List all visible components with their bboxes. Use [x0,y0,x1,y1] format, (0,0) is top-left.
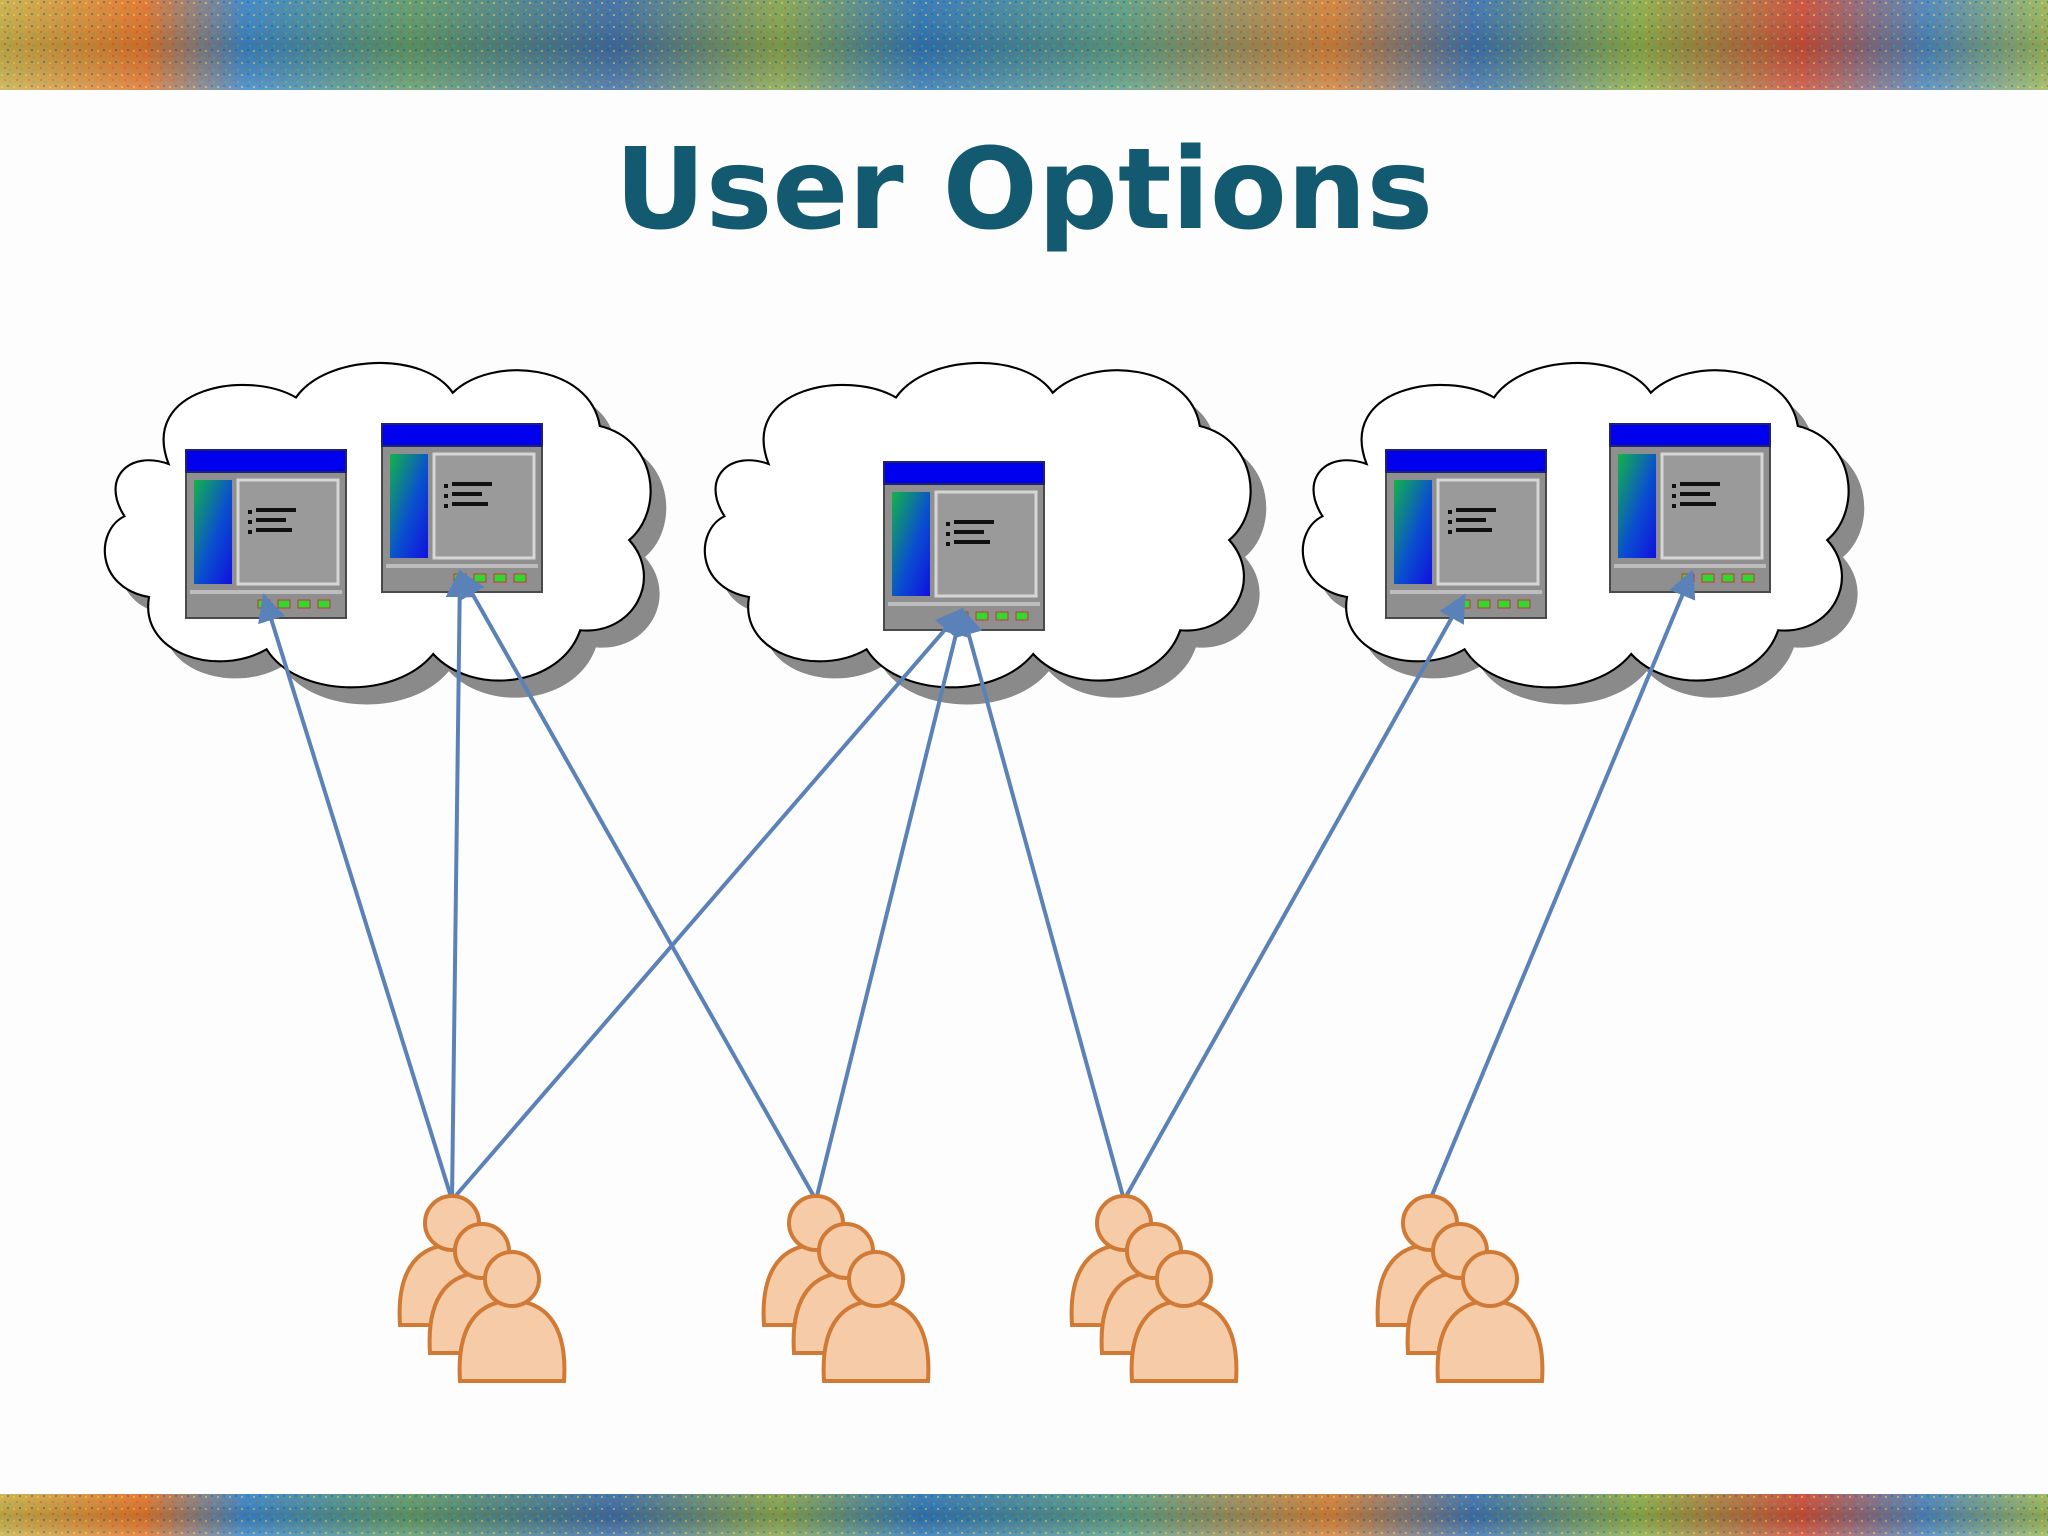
connection-arrow [450,607,964,1202]
app-window-1 [184,448,348,620]
app-window-3 [882,460,1046,632]
connection-arrow [258,593,454,1201]
connection-arrow [1428,569,1696,1201]
user-group-4 [1378,1196,1543,1381]
app-window-2 [380,422,544,594]
connection-arrow [814,607,970,1201]
connection-arrow [445,569,474,1201]
connections [258,569,1696,1202]
app-window-5 [1608,422,1772,594]
connection-arrow [458,569,818,1201]
connection-arrow [955,607,1126,1201]
top-decorative-band [0,0,2048,90]
connection-arrow [1122,593,1466,1201]
app-window-4 [1384,448,1548,620]
slide-title: User Options [614,125,1434,255]
user-group-1 [400,1196,565,1381]
user-group-2 [764,1196,929,1381]
user-group-3 [1072,1196,1237,1381]
bottom-decorative-band [0,1494,2048,1536]
